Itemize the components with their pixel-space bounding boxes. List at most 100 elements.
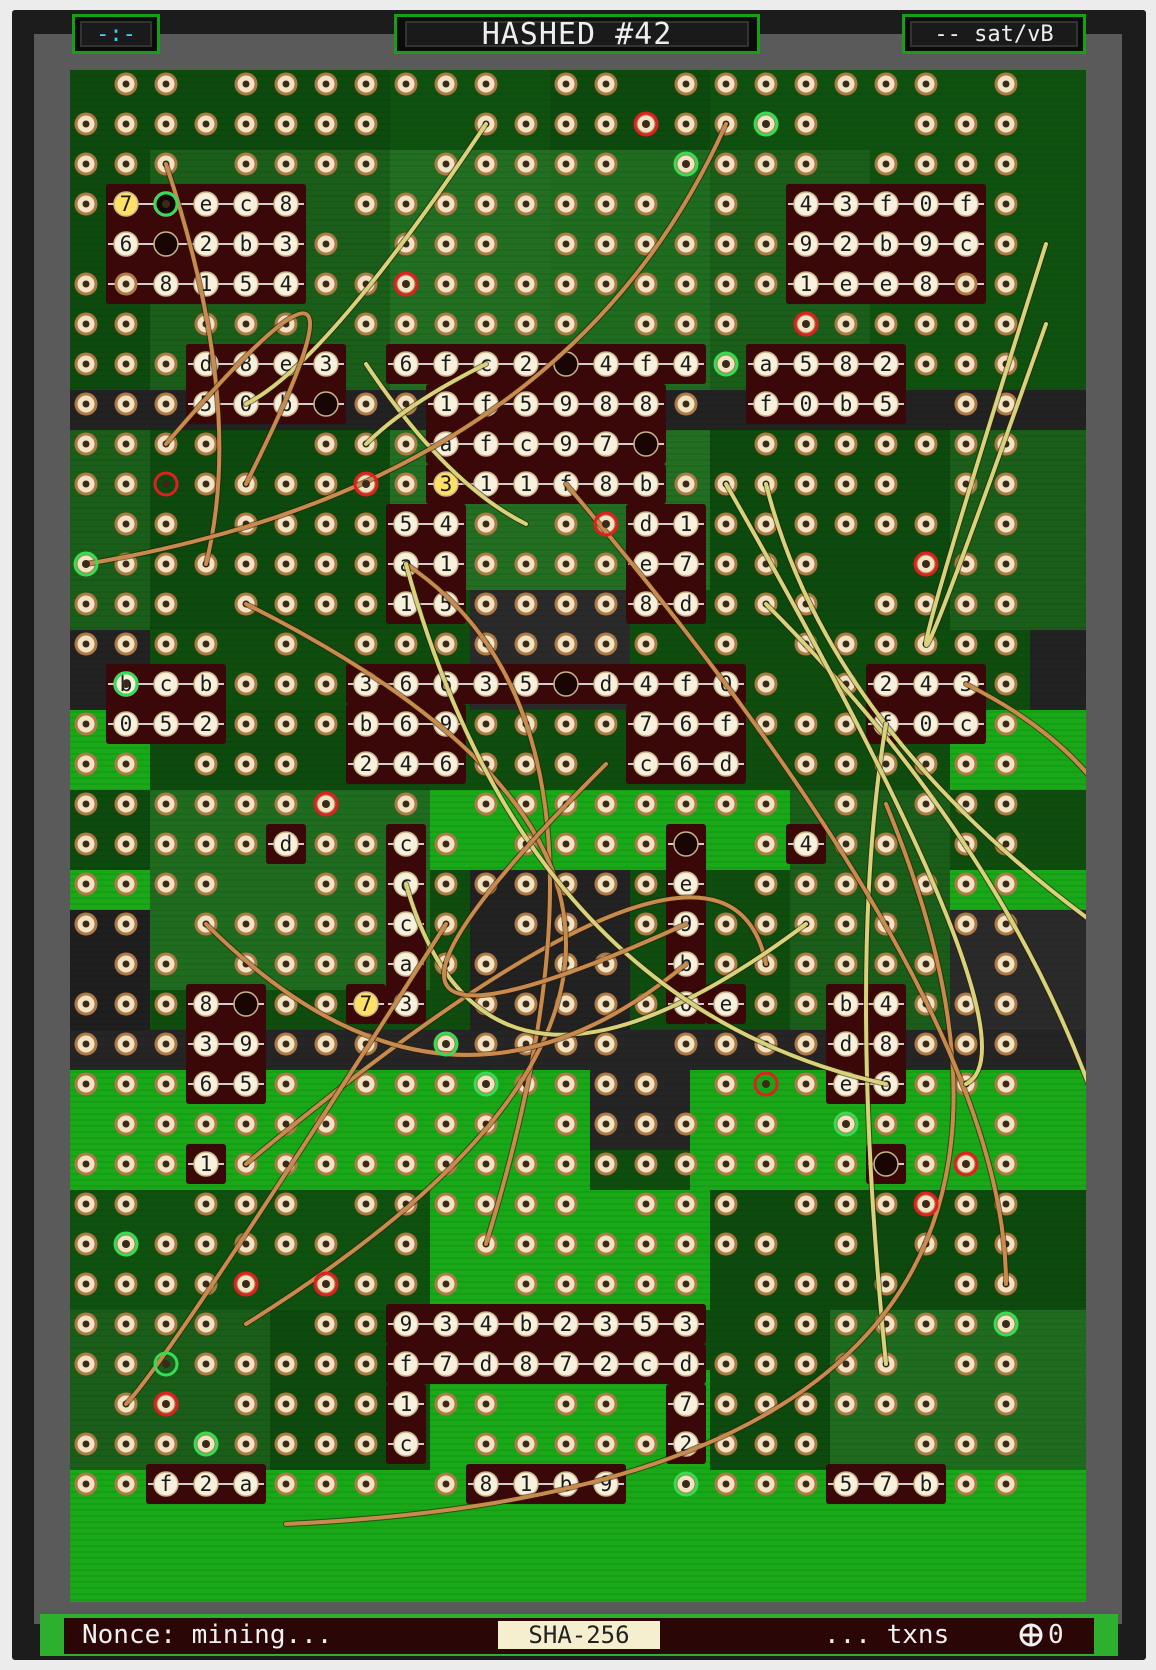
- board-hole[interactable]: [954, 1192, 978, 1216]
- board-hole[interactable]: [114, 1352, 138, 1376]
- jumper-wire[interactable]: [363, 361, 529, 527]
- board-hole[interactable]: [754, 1112, 778, 1136]
- board-hole[interactable]: [714, 512, 738, 536]
- board-hole[interactable]: [874, 872, 898, 896]
- board-hole[interactable]: [234, 1432, 258, 1456]
- hex-pin[interactable]: 4: [873, 991, 899, 1017]
- hex-pin[interactable]: 0: [113, 711, 139, 737]
- board-hole[interactable]: [234, 752, 258, 776]
- board-hole[interactable]: [994, 592, 1018, 616]
- hex-pin[interactable]: b: [913, 1471, 939, 1497]
- board-hole[interactable]: [634, 872, 658, 896]
- board-hole[interactable]: [234, 1112, 258, 1136]
- board-hole[interactable]: [274, 472, 298, 496]
- board-hole[interactable]: [794, 712, 818, 736]
- board-hole[interactable]: [834, 952, 858, 976]
- hex-pin[interactable]: 4: [673, 351, 699, 377]
- hex-pin[interactable]: d: [633, 511, 659, 537]
- board-hole[interactable]: [154, 512, 178, 536]
- board-hole[interactable]: [154, 352, 178, 376]
- board-hole[interactable]: [954, 632, 978, 656]
- board-hole[interactable]: [114, 272, 138, 296]
- jumper-wire[interactable]: [403, 561, 553, 1247]
- board-hole[interactable]: [114, 512, 138, 536]
- hex-pin[interactable]: c: [953, 711, 979, 737]
- hex-pin[interactable]: 1: [513, 1471, 539, 1497]
- hex-pin[interactable]: 6: [393, 671, 419, 697]
- board-hole[interactable]: [794, 72, 818, 96]
- board-hole[interactable]: [554, 1152, 578, 1176]
- board-hole[interactable]: [794, 952, 818, 976]
- board-hole[interactable]: [714, 912, 738, 936]
- board-hole[interactable]: [834, 752, 858, 776]
- hex-pin[interactable]: 9: [553, 431, 579, 457]
- board-hole[interactable]: [114, 352, 138, 376]
- hex-pin[interactable]: 4: [793, 191, 819, 217]
- board-hole[interactable]: [834, 432, 858, 456]
- board-hole[interactable]: [914, 1152, 938, 1176]
- hex-pin[interactable]: 6: [673, 711, 699, 737]
- board-hole[interactable]: [314, 672, 338, 696]
- board-hole[interactable]: [474, 72, 498, 96]
- board-hole[interactable]: [274, 792, 298, 816]
- hex-pin[interactable]: 0: [913, 191, 939, 217]
- board-hole[interactable]: [274, 592, 298, 616]
- board-hole[interactable]: [714, 312, 738, 336]
- jumper-wire[interactable]: [243, 121, 489, 407]
- hex-pin[interactable]: 8: [913, 271, 939, 297]
- board-hole[interactable]: [994, 152, 1018, 176]
- board-hole[interactable]: [354, 632, 378, 656]
- board-hole[interactable]: [114, 592, 138, 616]
- jumper-wire[interactable]: [923, 241, 1049, 648]
- board-hole[interactable]: [834, 632, 858, 656]
- board-hole[interactable]: [474, 312, 498, 336]
- hex-pin[interactable]: 5: [233, 1071, 259, 1097]
- board-hole[interactable]: [74, 1352, 98, 1376]
- board-hole[interactable]: [474, 552, 498, 576]
- hex-pin[interactable]: f: [753, 391, 779, 417]
- board-hole[interactable]: [314, 1392, 338, 1416]
- board-hole[interactable]: [994, 232, 1018, 256]
- hex-pin[interactable]: 7: [873, 1471, 899, 1497]
- hex-pin[interactable]: 1: [793, 271, 819, 297]
- board-hole[interactable]: [154, 872, 178, 896]
- board-hole[interactable]: [74, 712, 98, 736]
- board-hole[interactable]: [114, 1152, 138, 1176]
- board-hole[interactable]: [554, 632, 578, 656]
- green-wire-end[interactable]: [993, 1311, 1019, 1337]
- hex-pin[interactable]: f: [713, 711, 739, 737]
- board-hole[interactable]: [754, 1432, 778, 1456]
- red-wire-end[interactable]: [793, 311, 819, 337]
- board-hole[interactable]: [754, 872, 778, 896]
- board-hole[interactable]: [314, 1152, 338, 1176]
- board-hole[interactable]: [234, 912, 258, 936]
- board-hole[interactable]: [514, 592, 538, 616]
- board-hole[interactable]: [274, 1472, 298, 1496]
- board-hole[interactable]: [634, 272, 658, 296]
- board-hole[interactable]: [914, 1072, 938, 1096]
- board-hole[interactable]: [994, 72, 1018, 96]
- jumper-wire[interactable]: [243, 601, 569, 1327]
- green-wire-end[interactable]: [673, 1471, 699, 1497]
- red-wire-end[interactable]: [393, 271, 419, 297]
- board-hole[interactable]: [514, 552, 538, 576]
- board-hole[interactable]: [754, 1232, 778, 1256]
- hex-pin[interactable]: 1: [673, 511, 699, 537]
- hex-pin[interactable]: 6: [673, 751, 699, 777]
- board-hole[interactable]: [714, 192, 738, 216]
- hex-pin[interactable]: b: [513, 1311, 539, 1337]
- board-hole[interactable]: [434, 1392, 458, 1416]
- target-counter[interactable]: 0: [1018, 1620, 1064, 1650]
- board-hole[interactable]: [74, 752, 98, 776]
- board-hole[interactable]: [874, 632, 898, 656]
- board-hole[interactable]: [714, 1072, 738, 1096]
- board-hole[interactable]: [554, 112, 578, 136]
- board-hole[interactable]: [594, 832, 618, 856]
- board-hole[interactable]: [114, 952, 138, 976]
- red-wire-end[interactable]: [313, 1271, 339, 1297]
- board-hole[interactable]: [754, 832, 778, 856]
- board-hole[interactable]: [994, 792, 1018, 816]
- board-hole[interactable]: [994, 312, 1018, 336]
- board-hole[interactable]: [714, 1472, 738, 1496]
- board-hole[interactable]: [314, 1232, 338, 1256]
